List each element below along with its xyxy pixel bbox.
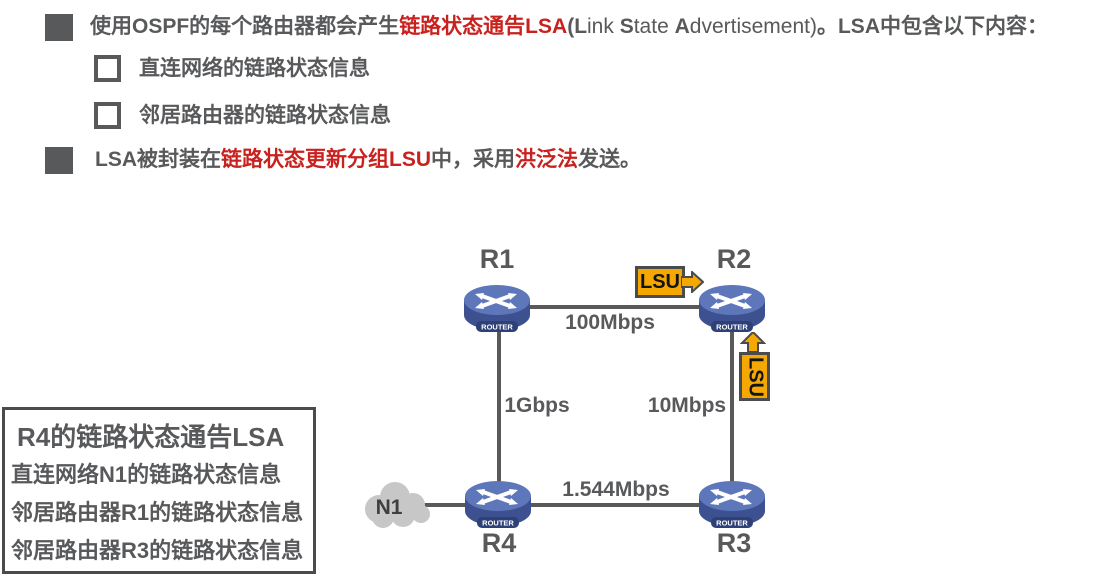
sub-bullet-item-1: 直连网络的链路状态信息 [139,57,370,80]
lsa-info-line: 直连网络N1的链路状态信息 [11,462,282,487]
lsu-packet-label: LSU [635,266,685,298]
cloud-label: N1 [376,496,403,519]
lsa-info-box-title: R4的链路状态通告LSA [17,422,285,452]
router-caption: ROUTER [481,323,513,332]
lsa-info-line: 邻居路由器R1的链路状态信息 [11,500,304,525]
router-icon-r4: ROUTER [464,477,532,533]
router-icon-r1: ROUTER [463,281,531,337]
node-label-r3: R3 [716,528,752,558]
bullet-item-1: 使用OSPF的每个路由器都会产生链路状态通告LSA(Link State Adv… [90,15,1048,38]
bullet-square [45,14,73,41]
lsa-info-line: 邻居路由器R3的链路状态信息 [11,538,304,563]
lsu-up-arrow-icon [740,332,766,353]
router-icon-r2: ROUTER [698,281,766,337]
link-label-1544mbps: 1.544Mbps [562,478,670,501]
lsu-vertical-text: LSU [744,356,766,397]
lsa-info-box: R4的链路状态通告LSA 直连网络N1的链路状态信息 邻居路由器R1的链路状态信… [2,407,316,574]
lsu-packet-label: LSU [739,352,770,401]
bullet-item-2: LSA被封装在链路状态更新分组LSU中，采用洪泛法发送。 [95,148,641,171]
lsu-right-arrow-icon [681,271,704,293]
router-caption: ROUTER [716,519,748,528]
sub-bullet-item-2: 邻居路由器的链路状态信息 [139,104,391,127]
router-caption: ROUTER [482,519,514,528]
sub-bullet-square [94,102,121,129]
node-label-r2: R2 [716,244,752,274]
router-caption: ROUTER [716,323,748,332]
link-label-1gbps: 1Gbps [504,394,570,417]
sub-bullet-square [94,55,121,82]
bullet-square [45,147,73,174]
link-label-100mbps: 100Mbps [565,311,655,334]
link-label-10mbps: 10Mbps [647,394,727,417]
router-icon-r3: ROUTER [698,477,766,533]
node-label-r4: R4 [481,528,517,558]
network-cloud-n1: N1 [365,482,430,528]
node-label-r1: R1 [479,244,515,274]
